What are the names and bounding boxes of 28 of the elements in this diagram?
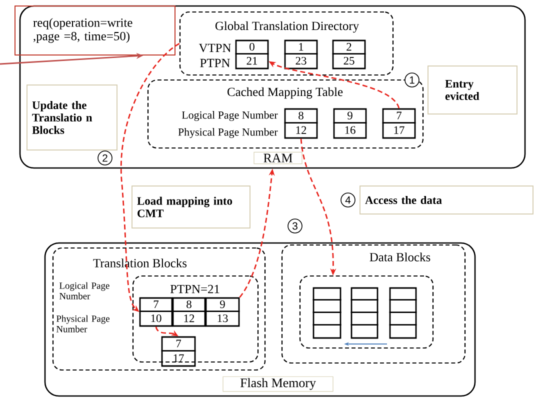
mapping-entry: 8 12 <box>172 297 206 327</box>
step-number: 4 <box>340 192 356 208</box>
note-box: Entry evicted <box>428 66 518 114</box>
data-blocks-box: Data Blocks <box>281 244 466 364</box>
data-block <box>389 287 417 339</box>
block-box <box>299 275 434 349</box>
step-number: 2 <box>98 150 112 166</box>
row-label: VTPN <box>198 44 231 52</box>
arrow <box>120 42 180 312</box>
step-number: 1 <box>404 72 420 88</box>
mapping-entry: 8 12 <box>284 108 318 139</box>
note-box: Access the data <box>360 186 534 214</box>
mapping-entry: 2 25 <box>332 40 366 70</box>
note-box: Load mapping into CMT <box>132 186 250 228</box>
mapping-entry: 9 16 <box>333 108 367 139</box>
row-label: Physical Page Number <box>56 315 110 332</box>
note-box: Update the Translatio n Blocks <box>26 84 118 150</box>
step-number: 3 <box>288 218 302 234</box>
row-label: PTPN <box>200 58 230 68</box>
data-block <box>350 287 378 339</box>
request-box: req(operation=write ,page =8, time=50) <box>14 6 176 56</box>
mapping-entry: 1 23 <box>284 40 318 70</box>
data-block <box>312 287 342 339</box>
mapping-entry: 0 21 <box>235 40 269 70</box>
mapping-entry: 9 13 <box>205 297 240 327</box>
mapping-entry: 7 17 <box>382 108 416 139</box>
row-label: Logical Page Number <box>59 282 110 300</box>
mapping-entry: 7 10 <box>139 297 173 327</box>
